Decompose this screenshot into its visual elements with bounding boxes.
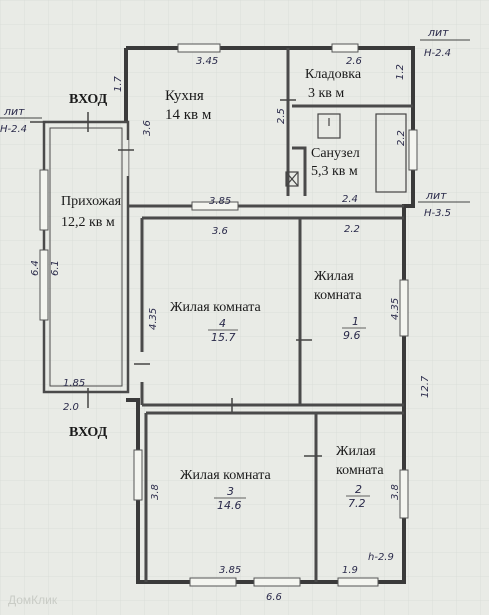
pantry-name: Кладовка: [305, 67, 362, 82]
living-room-2-number: 2: [355, 483, 362, 496]
living-room-1-name-line1: Жилая: [314, 269, 354, 284]
dim-living2-side: 3.8: [390, 484, 401, 500]
living-room-2-name-line1: Жилая: [336, 444, 376, 459]
watermark-logo: ДомКлик: [8, 593, 58, 607]
litera-label-left: лит: [3, 105, 25, 118]
bathroom-area: 5,3 кв м: [311, 164, 358, 179]
kitchen-name: Кухня: [165, 88, 204, 104]
dim-hallway-bottom: 1.85: [63, 378, 85, 389]
dim-pantry-wall: 2.5: [276, 108, 287, 124]
outer-walls: [124, 46, 415, 584]
living-room-1-name-line2: комната: [314, 288, 362, 303]
dim-kitchen-top: 3.45: [196, 56, 218, 67]
height-mark-right-top: Н-2.4: [424, 48, 451, 59]
dim-living3-side: 3.8: [150, 484, 161, 500]
dim-hallway-inner-side: 6.1: [50, 260, 61, 276]
dim-kitchen-bottom: 3.85: [209, 196, 231, 207]
dim-bathroom-bottom: 2.4: [342, 194, 358, 205]
living-room-1-number: 1: [352, 315, 359, 328]
living-room-3-name: Жилая комната: [180, 468, 271, 483]
dim-living1-top: 2.2: [344, 224, 360, 235]
doors: [118, 99, 322, 457]
living-room-2-name-line2: комната: [336, 463, 384, 478]
dim-pantry-top: 2.6: [346, 56, 362, 67]
dim-overall-bottom: 6.6: [266, 592, 282, 603]
pantry-area: 3 кв м: [308, 86, 344, 101]
entrance-label-top: ВХОД: [69, 92, 108, 107]
living-room-4-number: 4: [219, 317, 226, 330]
dim-hallway-outer-bottom: 2.0: [63, 402, 79, 413]
windows: [39, 43, 418, 587]
litera-lines: [0, 39, 470, 203]
litera-label-right-top: лит: [427, 26, 449, 39]
height-mark-right-mid: Н-3.5: [424, 208, 451, 219]
dim-living4-side: 4.35: [148, 308, 159, 330]
entrance-marks: [30, 112, 89, 408]
litera-label-right-mid: лит: [425, 189, 447, 202]
dim-living4-top: 3.6: [212, 226, 228, 237]
dim-living3-bottom: 3.85: [219, 565, 241, 576]
dim-overall-side: 12.7: [420, 375, 431, 398]
dim-entrance-wall: 1.7: [113, 75, 124, 92]
hallway-area: 12,2 кв м: [61, 215, 115, 230]
hallway-name: Прихожая: [61, 194, 122, 209]
dim-hallway-outer-side: 6.4: [30, 260, 41, 276]
dim-bathroom-side: 2.2: [396, 130, 407, 146]
dim-pantry-side: 1.2: [395, 64, 406, 80]
height-mark-left: Н-2.4: [0, 124, 27, 135]
dim-living1-side: 4.35: [390, 298, 401, 320]
living-room-4-name: Жилая комната: [170, 300, 261, 315]
living-room-3-area: 14.6: [217, 499, 242, 512]
bathroom-name: Санузел: [311, 146, 360, 161]
dim-living2-bottom: 1.9: [342, 565, 358, 576]
dim-kitchen-side: 3.6: [142, 120, 153, 136]
living-room-1-area: 9.6: [343, 329, 361, 342]
kitchen-area: 14 кв м: [165, 107, 212, 123]
height-mark-bottom-right: h-2.9: [368, 552, 394, 563]
bathroom-fixtures: [285, 113, 407, 193]
entrance-label-bottom: ВХОД: [69, 425, 108, 440]
living-room-3-number: 3: [227, 485, 234, 498]
living-room-4-area: 15.7: [211, 331, 236, 344]
living-room-2-area: 7.2: [348, 497, 366, 510]
